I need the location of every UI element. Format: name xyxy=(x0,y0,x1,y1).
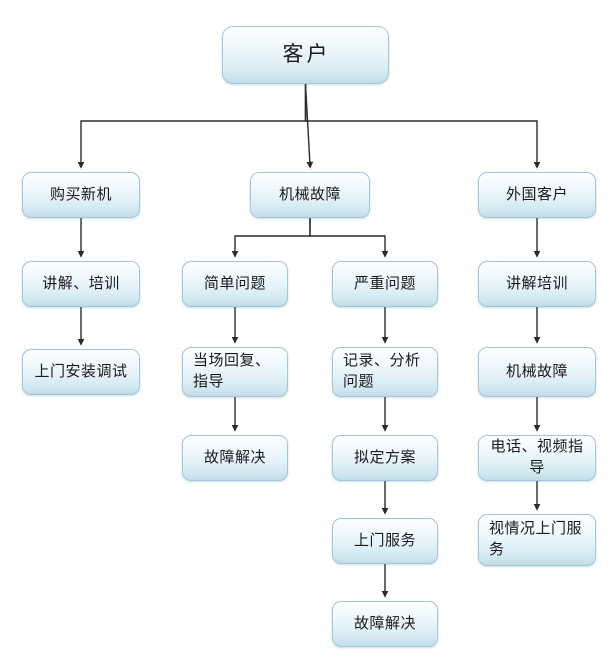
edge-root-to-r1 xyxy=(304,84,541,169)
flow-node-label: 上门安装调试 xyxy=(34,362,128,380)
flow-node-mh1[interactable]: 严重问题 xyxy=(332,261,438,307)
flow-node-label: 上门服务 xyxy=(353,531,416,549)
flow-node-label: 机械故障 xyxy=(505,362,568,380)
edge-root-to-l1 xyxy=(77,84,307,169)
flow-node-mh5[interactable]: 故障解决 xyxy=(332,601,438,647)
flow-node-mh3[interactable]: 拟定方案 xyxy=(332,435,438,481)
flow-node-label: 简单问题 xyxy=(203,274,266,292)
flow-node-label: 外国客户 xyxy=(505,185,568,203)
edge-root-to-m1 xyxy=(304,83,314,169)
flow-node-label: 机械故障 xyxy=(278,185,341,203)
flow-node-label: 严重问题 xyxy=(353,274,416,292)
flow-node-root[interactable]: 客户 xyxy=(222,26,389,84)
flow-node-l2[interactable]: 讲解、培训 xyxy=(22,261,140,307)
flow-node-m1[interactable]: 机械故障 xyxy=(250,172,370,218)
flow-node-r1[interactable]: 外国客户 xyxy=(478,172,596,218)
flow-node-label: 记录、分析问题 xyxy=(343,352,421,390)
flow-node-label: 拟定方案 xyxy=(353,448,416,466)
flow-node-r4[interactable]: 电话、视频指导 xyxy=(478,435,596,481)
flow-node-label: 电话、视频指导 xyxy=(490,438,584,476)
flow-node-label: 视情况上门服务 xyxy=(489,520,583,558)
flow-node-ms2[interactable]: 当场回复、指导 xyxy=(182,347,288,397)
flow-node-r2[interactable]: 讲解培训 xyxy=(478,261,596,307)
flow-node-label: 客户 xyxy=(282,42,331,66)
edge-m1-to-ms1 xyxy=(231,218,311,258)
flow-node-label: 讲解、培训 xyxy=(42,274,120,292)
flow-node-mh4[interactable]: 上门服务 xyxy=(332,518,438,564)
edge-m1-to-mh1 xyxy=(309,218,389,258)
flow-node-r3[interactable]: 机械故障 xyxy=(478,347,596,397)
flow-node-label: 故障解决 xyxy=(353,614,416,632)
flow-node-label: 讲解培训 xyxy=(505,274,568,292)
flow-node-label: 故障解决 xyxy=(203,448,266,466)
flow-node-ms3[interactable]: 故障解决 xyxy=(182,435,288,481)
flow-node-l3[interactable]: 上门安装调试 xyxy=(22,349,140,395)
flow-node-label: 购买新机 xyxy=(49,185,112,203)
flow-node-mh2[interactable]: 记录、分析问题 xyxy=(332,347,438,397)
flow-node-r5[interactable]: 视情况上门服务 xyxy=(478,514,596,566)
flow-node-ms1[interactable]: 简单问题 xyxy=(182,261,288,307)
flow-node-l1[interactable]: 购买新机 xyxy=(22,172,140,218)
edges xyxy=(77,83,541,598)
flow-node-label: 当场回复、指导 xyxy=(193,352,271,390)
